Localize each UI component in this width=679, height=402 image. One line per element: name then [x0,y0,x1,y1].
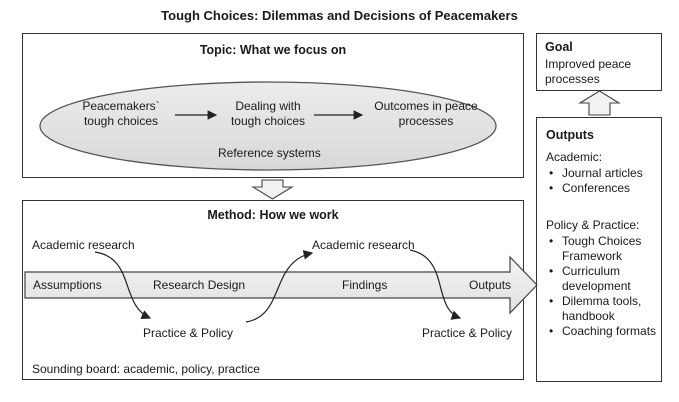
list-item: Curriculum development [546,264,658,294]
arrow-label-research-design: Research Design [153,278,246,292]
curve-2 [245,250,314,323]
list-item: Dilemma tools, handbook [546,294,658,324]
down-block-arrow [251,179,294,200]
topic-reference-systems: Reference systems [218,146,321,160]
arrow-label-outputs: Outputs [469,278,512,292]
outputs-policy-label: Policy & Practice: [546,218,640,232]
goal-box [536,33,662,91]
outputs-heading: Outputs [546,128,594,142]
outputs-academic-list: Journal articles Conferences [546,166,658,196]
list-item: Conferences [546,181,658,196]
list-item: Coaching formats [546,324,658,339]
topic-heading: Topic: What we focus on [199,43,347,57]
up-block-arrow [578,90,621,116]
list-item: Tough Choices Framework [546,234,658,264]
process-arrow [24,255,538,315]
topic-item-dealing: Dealing with tough choices [230,99,306,128]
diagram-title: Tough Choices: Dilemmas and Decisions of… [161,8,518,23]
goal-text: Improved peace processes [545,57,632,86]
practice-policy-label-2: Practice & Policy [422,326,513,340]
arrow-label-findings: Findings [342,278,388,292]
list-item: Journal articles [546,166,658,181]
academic-research-label-1: Academic research [32,238,135,252]
outputs-academic-label: Academic: [546,150,603,164]
curve-1 [94,251,152,320]
curve-3 [409,249,462,320]
arrow-label-assumptions: Assumptions [33,278,102,292]
topic-item-outcomes: Outcomes in peace processes [374,99,478,128]
method-heading: Method: How we work [207,208,339,222]
practice-policy-label-1: Practice & Policy [143,326,234,340]
goal-heading: Goal [545,40,573,54]
topic-item-peacemakers: Peacemakers` tough choices [82,99,160,128]
academic-research-label-2: Academic research [312,238,415,252]
outputs-policy-list: Tough Choices Framework Curriculum devel… [546,234,658,339]
sounding-board-text: Sounding board: academic, policy, practi… [32,362,260,376]
topic-ellipse [39,81,497,171]
